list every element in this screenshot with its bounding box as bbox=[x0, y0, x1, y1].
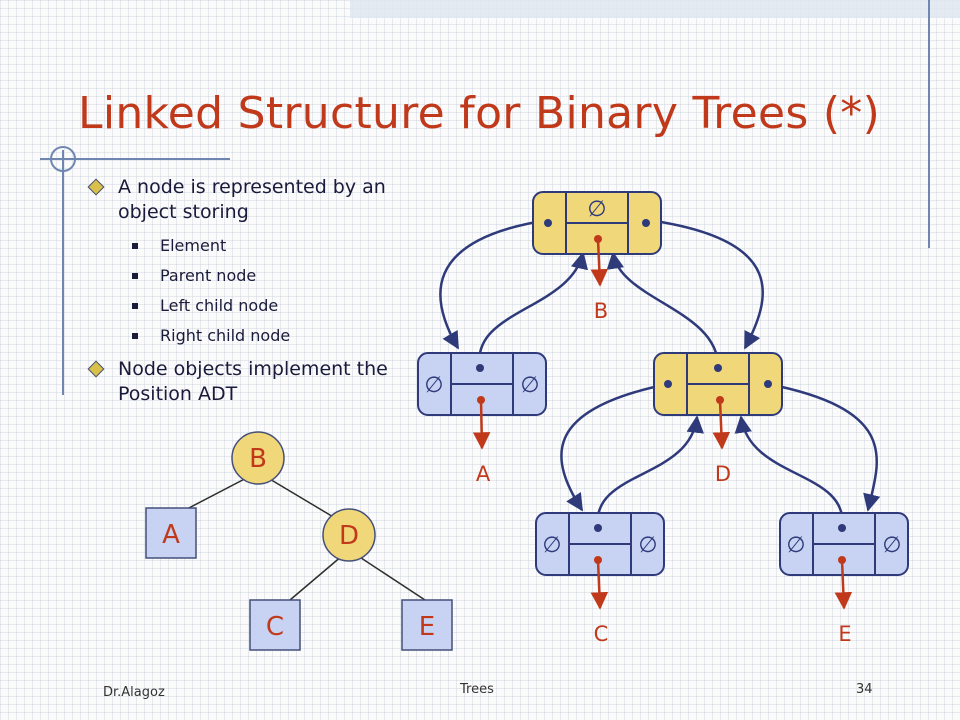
link-b-left bbox=[439, 218, 549, 350]
square-bullet-icon bbox=[132, 303, 138, 309]
tree-node-e: E bbox=[401, 599, 453, 651]
square-bullet-icon bbox=[132, 243, 138, 249]
sub-bullet-text: Right child node bbox=[160, 326, 291, 345]
square-bullet-icon bbox=[132, 333, 138, 339]
element-label-c: C bbox=[594, 622, 609, 646]
sub-bullet-item: Left child node bbox=[88, 291, 388, 321]
link-a-parent bbox=[478, 251, 588, 369]
linked-structure: ∅ ∅ ∅ bbox=[417, 191, 909, 646]
link-c-parent bbox=[596, 415, 704, 529]
null-icon: ∅ bbox=[520, 373, 539, 398]
bullet-item: Node objects implement the Position ADT bbox=[87, 357, 388, 407]
footer-topic: Trees bbox=[460, 682, 494, 697]
link-d-parent bbox=[606, 251, 720, 369]
linked-node-e: ∅ ∅ bbox=[779, 512, 909, 576]
sub-bullet-item: Parent node bbox=[88, 261, 388, 291]
element-pointer-c bbox=[590, 559, 609, 610]
element-pointer-a bbox=[472, 399, 491, 450]
decor-vertical-line-left bbox=[62, 150, 64, 395]
tree-node-a: A bbox=[145, 507, 197, 559]
null-icon: ∅ bbox=[882, 533, 901, 558]
square-bullet-icon bbox=[132, 273, 138, 279]
element-label-b: B bbox=[594, 299, 608, 323]
tree-node-a-label: A bbox=[162, 520, 180, 550]
footer-author: Dr.Alagoz bbox=[103, 685, 165, 700]
tree-node-e-label: E bbox=[419, 612, 435, 642]
sub-bullet-item: Right child node bbox=[88, 321, 388, 351]
null-icon: ∅ bbox=[638, 533, 657, 558]
tree-node-c: C bbox=[249, 599, 301, 651]
bullet-text: Node objects implement the Position ADT bbox=[118, 358, 388, 405]
null-icon: ∅ bbox=[587, 197, 606, 222]
tree-node-b-label: B bbox=[249, 444, 267, 474]
link-d-right bbox=[767, 382, 881, 512]
bullet-item: A node is represented by an object stori… bbox=[87, 175, 388, 225]
element-label-d: D bbox=[715, 462, 731, 486]
bullet-list: A node is represented by an object stori… bbox=[87, 175, 388, 413]
element-label-e: E bbox=[838, 622, 851, 646]
tree-node-d: D bbox=[322, 508, 376, 562]
decor-circle bbox=[50, 146, 76, 172]
null-icon: ∅ bbox=[542, 533, 561, 558]
null-icon: ∅ bbox=[424, 373, 443, 398]
binary-tree: B A D C E bbox=[145, 431, 453, 651]
link-d-left bbox=[560, 382, 669, 512]
element-pointer-d bbox=[712, 399, 731, 450]
tree-node-c-label: C bbox=[266, 612, 284, 642]
null-icon: ∅ bbox=[786, 533, 805, 558]
element-pointers bbox=[472, 235, 853, 610]
sub-bullet-text: Parent node bbox=[160, 266, 257, 285]
slide-title: Linked Structure for Binary Trees (*) bbox=[78, 88, 881, 139]
linked-node-b: ∅ bbox=[532, 191, 662, 255]
linked-node-c: ∅ ∅ bbox=[535, 512, 665, 576]
element-label-a: A bbox=[476, 462, 491, 486]
linked-node-d bbox=[653, 352, 783, 416]
element-pointer-b bbox=[590, 238, 609, 287]
linked-node-a: ∅ ∅ bbox=[417, 352, 547, 416]
bullet-text: A node is represented by an object stori… bbox=[118, 176, 386, 223]
sub-bullet-text: Left child node bbox=[160, 296, 279, 315]
element-pointer-e bbox=[834, 559, 853, 610]
link-e-parent bbox=[734, 415, 844, 529]
top-decoration-strip bbox=[350, 0, 960, 18]
sub-bullet-item: Element bbox=[88, 231, 388, 261]
pointer-links bbox=[439, 218, 881, 529]
decor-horizontal-line bbox=[40, 158, 230, 160]
decor-vertical-line-right bbox=[928, 0, 930, 248]
tree-node-b: B bbox=[231, 431, 285, 485]
sub-bullet-text: Element bbox=[160, 236, 227, 255]
footer-page-number: 34 bbox=[856, 682, 873, 697]
link-b-right bbox=[647, 218, 764, 350]
tree-node-d-label: D bbox=[339, 521, 359, 551]
